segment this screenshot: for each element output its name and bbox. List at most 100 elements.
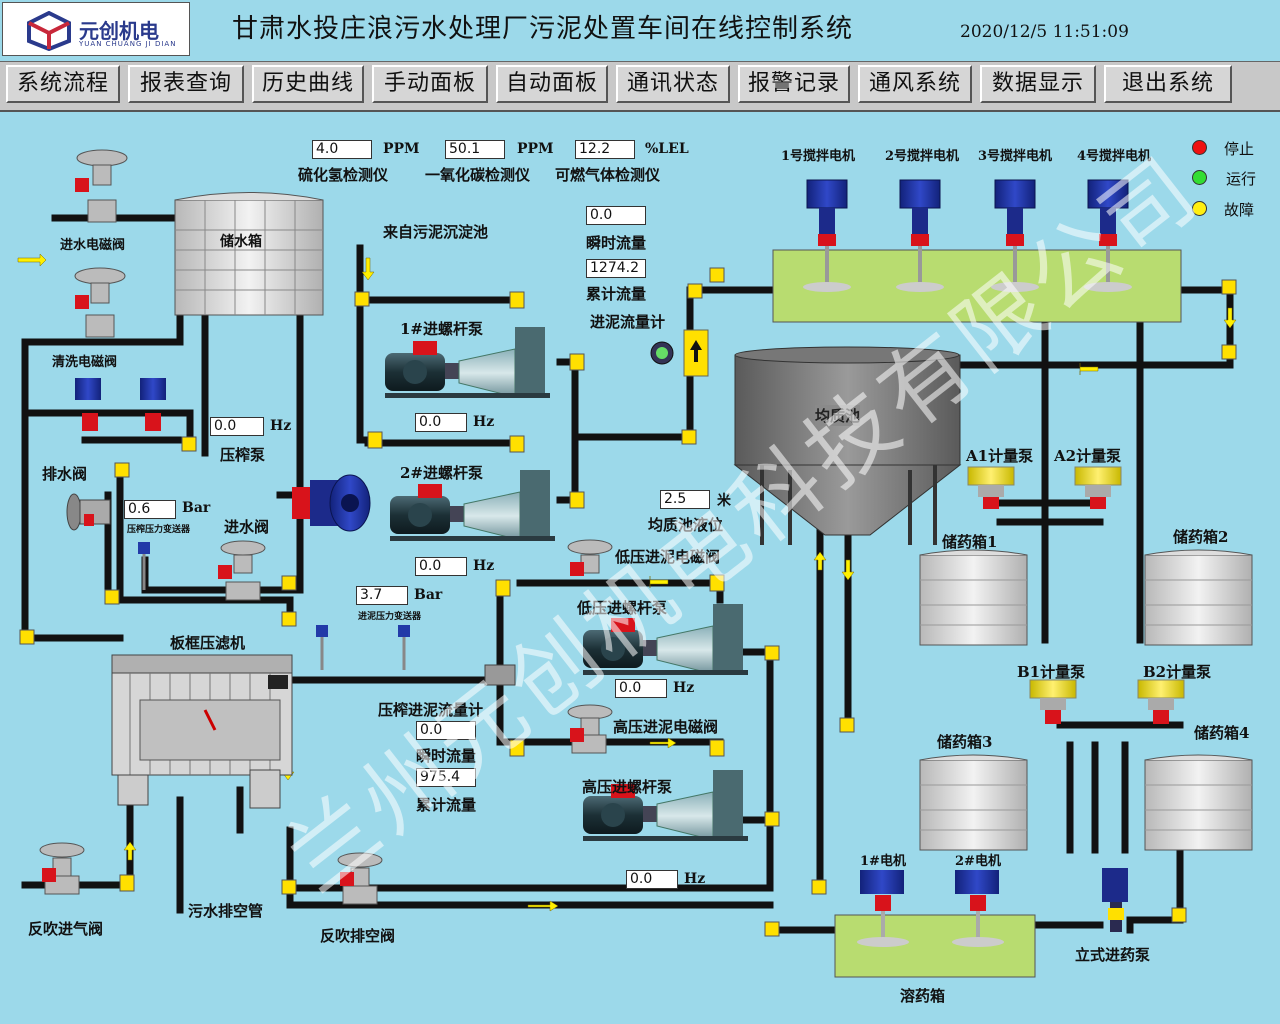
- logo-cube-icon: [27, 11, 71, 51]
- feed-pressure-value: 3.7: [356, 586, 408, 605]
- menu-vent[interactable]: 通风系统: [858, 65, 972, 103]
- press-total-label: 累计流量: [416, 796, 477, 814]
- legend-stop: 停止: [1224, 140, 1255, 158]
- lp-pump-hz: 0.0: [615, 679, 667, 698]
- motor4-label[interactable]: 4号搅拌电机: [1077, 149, 1152, 164]
- hp-pump-hz: 0.0: [626, 870, 678, 889]
- menu-manual[interactable]: 手动面板: [372, 65, 488, 103]
- pump1-label[interactable]: 1#进螺杆泵: [400, 320, 484, 338]
- lp-valve-label[interactable]: 低压进泥电磁阀: [615, 548, 721, 566]
- tank1-label: 储药箱1: [942, 533, 998, 551]
- hom-level-unit: 米: [717, 493, 731, 509]
- pump2-label[interactable]: 2#进螺杆泵: [400, 464, 484, 482]
- hp-pump-hz-unit: Hz: [684, 871, 706, 887]
- inlet-valve-label[interactable]: 进水电磁阀: [60, 238, 126, 253]
- motor3-label[interactable]: 3号搅拌电机: [978, 149, 1053, 164]
- inlet-inst-label: 瞬时流量: [586, 234, 647, 252]
- lel-label: 可燃气体检测仪: [555, 166, 661, 184]
- pump2-hz: 0.0: [415, 557, 467, 576]
- from-tank-label: 来自污泥沉淀池: [383, 223, 489, 241]
- stop-indicator-icon: [1192, 140, 1207, 155]
- hp-pump-label[interactable]: 高压进螺杆泵: [582, 778, 673, 796]
- motor1-label[interactable]: 1号搅拌电机: [781, 149, 856, 164]
- inlet-total-flow: 1274.2: [586, 259, 646, 278]
- menu-report[interactable]: 报表查询: [128, 65, 244, 103]
- app-title: 甘肃水投庄浪污水处理厂污泥处置车间在线控制系统: [232, 14, 854, 44]
- press-pump-label[interactable]: 压榨泵: [220, 446, 266, 464]
- menu-data[interactable]: 数据显示: [980, 65, 1096, 103]
- press-pump-hz-unit: Hz: [270, 418, 292, 434]
- h2s-label: 硫化氢检测仪: [298, 166, 389, 184]
- pump-a1-label[interactable]: A1计量泵: [966, 447, 1034, 465]
- logo-text: 元创机电: [79, 19, 159, 43]
- fault-indicator-icon: [1192, 201, 1207, 216]
- inlet-inst-flow: 0.0: [586, 206, 646, 225]
- menu-auto[interactable]: 自动面板: [496, 65, 608, 103]
- h2s-unit: PPM: [383, 141, 420, 157]
- pump1-hz-unit: Hz: [473, 414, 495, 430]
- drain-pipe-label: 污水排空管: [188, 902, 264, 920]
- hom-tank-label[interactable]: 均质池: [815, 405, 861, 426]
- feed-pt-label: 进泥压力变送器: [358, 612, 422, 622]
- stirring-tank-graphic: [772, 179, 1182, 323]
- menu-exit[interactable]: 退出系统: [1104, 65, 1232, 103]
- press-flow-label: 压榨进泥流量计: [378, 701, 484, 719]
- company-logo: 元创机电 YUAN CHUANG JI DIAN: [2, 2, 190, 56]
- co-label: 一氧化碳检测仪: [425, 166, 531, 184]
- water-tank: [174, 192, 324, 316]
- h2s-value: 4.0: [312, 140, 372, 159]
- dissolve-motor2-label[interactable]: 2#电机: [955, 854, 1001, 869]
- pump2-hz-unit: Hz: [473, 558, 495, 574]
- tank3-label: 储药箱3: [937, 733, 993, 751]
- lp-pump-label[interactable]: 低压进螺杆泵: [577, 599, 668, 617]
- tank4-label: 储药箱4: [1194, 724, 1250, 742]
- vertical-pump-label[interactable]: 立式进药泵: [1075, 946, 1151, 964]
- filter-press-label[interactable]: 板框压滤机: [170, 634, 246, 652]
- process-diagram: [17, 149, 1253, 978]
- hom-level-label: 均质池液位: [648, 516, 724, 534]
- in-valve-label[interactable]: 进水阀: [224, 518, 270, 536]
- co-value: 50.1: [445, 140, 505, 159]
- pump-b1-label[interactable]: B1计量泵: [1017, 663, 1086, 681]
- hom-level-value: 2.5: [660, 490, 710, 509]
- blow-out-label[interactable]: 反吹排空阀: [320, 927, 396, 945]
- menu-alarm[interactable]: 报警记录: [738, 65, 850, 103]
- motor2-label[interactable]: 2号搅拌电机: [885, 149, 960, 164]
- homogenization-tank-graphic: [733, 346, 962, 545]
- drain-valve-label[interactable]: 排水阀: [42, 465, 88, 483]
- press-pressure-value: 0.6: [124, 500, 176, 519]
- press-pressure-unit: Bar: [182, 500, 211, 516]
- feed-pressure-unit: Bar: [414, 587, 443, 603]
- logo-subtext: YUAN CHUANG JI DIAN: [79, 40, 177, 48]
- co-unit: PPM: [517, 141, 554, 157]
- pump-b2-label[interactable]: B2计量泵: [1143, 663, 1212, 681]
- title-bar: 元创机电 YUAN CHUANG JI DIAN 甘肃水投庄浪污水处理厂污泥处置…: [0, 0, 1280, 60]
- menu-comm[interactable]: 通讯状态: [616, 65, 730, 103]
- menu-system-flow[interactable]: 系统流程: [6, 65, 120, 103]
- blow-in-label[interactable]: 反吹进气阀: [28, 920, 104, 938]
- press-inst-label: 瞬时流量: [416, 747, 477, 765]
- lel-unit: %LEL: [645, 141, 689, 157]
- screw-pumps: [385, 327, 748, 841]
- sludge-meter-label: 进泥流量计: [590, 313, 666, 331]
- tank2-label: 储药箱2: [1173, 528, 1229, 546]
- press-total-flow: 975.4: [416, 768, 476, 787]
- run-indicator-icon: [1192, 170, 1207, 185]
- menu-history[interactable]: 历史曲线: [252, 65, 364, 103]
- clean-valve-label[interactable]: 清洗电磁阀: [52, 355, 118, 370]
- water-tank-label: 储水箱: [220, 234, 262, 250]
- menu-bar: 系统流程 报表查询 历史曲线 手动面板 自动面板 通讯状态 报警记录 通风系统 …: [0, 61, 1280, 112]
- legend-fault: 故障: [1224, 201, 1255, 219]
- inlet-total-label: 累计流量: [586, 285, 647, 303]
- dissolve-motor1-label[interactable]: 1#电机: [860, 854, 906, 869]
- datetime-display: 2020/12/5 11:51:09: [960, 22, 1129, 42]
- lel-value: 12.2: [575, 140, 635, 159]
- press-pump-hz: 0.0: [210, 417, 264, 436]
- hp-valve-label[interactable]: 高压进泥电磁阀: [613, 718, 719, 736]
- filter-press-graphic: [111, 654, 293, 809]
- legend-run: 运行: [1226, 170, 1257, 188]
- pump-a2-label[interactable]: A2计量泵: [1054, 447, 1122, 465]
- press-inst-flow: 0.0: [416, 721, 476, 740]
- press-pt-label: 压榨压力变送器: [127, 525, 191, 535]
- dissolve-tank-label: 溶药箱: [900, 987, 946, 1005]
